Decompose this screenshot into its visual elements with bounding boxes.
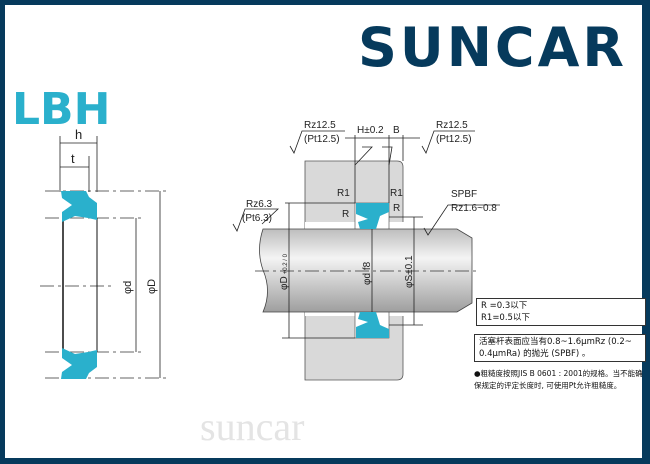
B-label: B — [393, 125, 400, 136]
seal-top-profile — [61, 191, 97, 222]
surface-note-box: 活塞杆表面应当有0.8~1.6μmRz (0.2~ 0.4μmRa) 的抛光 (… — [474, 334, 646, 362]
H-label: H±0.2 — [357, 125, 384, 136]
r1-right-label: R1 — [390, 188, 403, 199]
radius-note-1: R =0.3以下 — [481, 301, 528, 311]
phi-S-label: φS±0.1 — [404, 255, 415, 288]
seal-upper — [356, 203, 389, 229]
r1-left-label: R1 — [337, 188, 350, 199]
phi-d-label: φd — [122, 281, 134, 294]
surface-note-2: 0.4μmRa) 的抛光 (SPBF) 。 — [479, 349, 591, 359]
installation-drawing: H±0.2 B Rz12.5 (Pt12.5) Rz12.5 (Pt12.5) … — [232, 120, 500, 381]
rz-bore-1: Rz6.3 — [246, 199, 273, 210]
footnote: ●粗糙度按照JIS B 0601 : 2001的规格。当不能确 保规定的评定长度… — [474, 368, 643, 392]
h-label: h — [75, 127, 82, 142]
watermark: suncar — [200, 404, 304, 449]
rz-left-2: (Pt12.5) — [304, 134, 340, 145]
footnote-2: 保规定的评定长度时, 可使用Pt允许粗糙度。 — [474, 381, 622, 390]
r-right-label: R — [393, 203, 400, 214]
surface-note-1: 活塞杆表面应当有0.8~1.6μmRz (0.2~ — [479, 337, 632, 347]
spbf-label: SPBF — [451, 189, 477, 200]
phi-d-install-label: φd f8 — [362, 261, 373, 285]
seal-lower — [356, 312, 389, 338]
seal-cross-section: h t φd φD — [40, 127, 170, 379]
phi-D-label: φD — [146, 279, 158, 294]
t-label: t — [71, 151, 75, 166]
seal-bottom-profile — [61, 348, 97, 379]
radius-note-box: R =0.3以下 R1=0.5以下 — [476, 298, 646, 326]
rz-right-1: Rz12.5 — [436, 120, 468, 131]
rz-bore-2: (Pt6.3) — [242, 213, 272, 224]
rz-right-2: (Pt12.5) — [436, 134, 472, 145]
piston-rod — [259, 228, 473, 313]
phi-D-install-label: φD+0.2 / 0 — [279, 253, 290, 290]
rz-left-1: Rz12.5 — [304, 120, 336, 131]
logo-text: SUNCAR — [358, 16, 627, 79]
footnote-1: ●粗糙度按照JIS B 0601 : 2001的规格。当不能确 — [474, 369, 643, 378]
radius-note-2: R1=0.5以下 — [481, 313, 530, 323]
product-title: LBH — [12, 84, 110, 135]
suncar-logo: SUNCAR — [358, 16, 627, 79]
rz-rod-label: Rz1.6~0.8 — [451, 203, 497, 214]
r-left-label: R — [342, 209, 349, 220]
